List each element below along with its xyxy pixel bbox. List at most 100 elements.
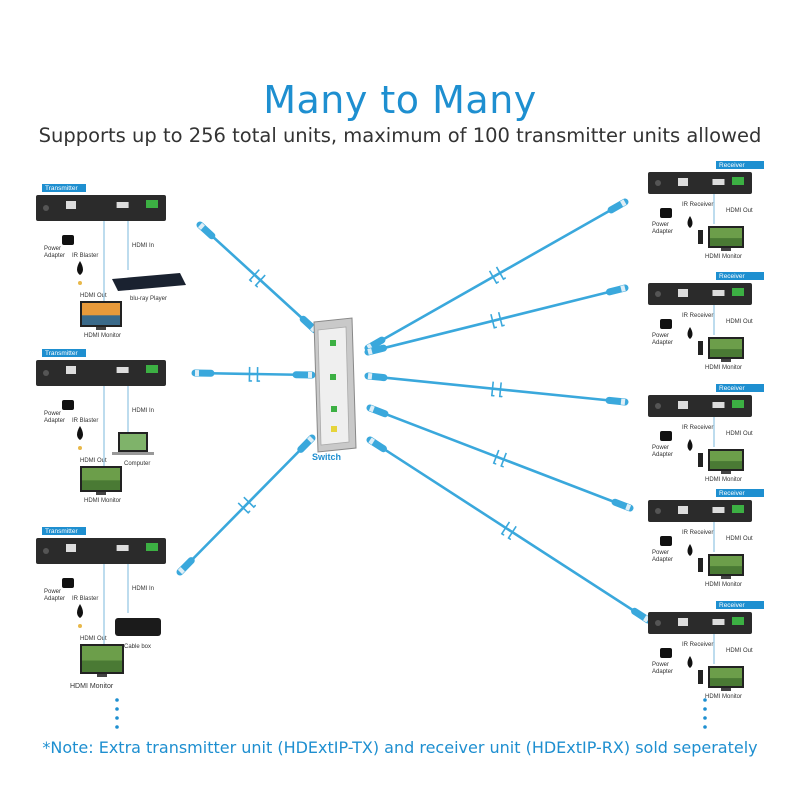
break-mark <box>498 382 503 398</box>
terminal-block <box>732 617 744 625</box>
hdmi-port <box>712 179 725 185</box>
monitor-screen-lower <box>82 315 120 325</box>
computer-screen <box>120 434 146 450</box>
ir-receiver-label: IR Receiver <box>682 313 713 319</box>
power-adapter-icon <box>660 431 672 441</box>
transmitter-tag: Transmitter <box>45 185 78 192</box>
adapter-label: Adapter <box>44 596 65 602</box>
cable-line <box>366 374 627 404</box>
transmitter-tag: Transmitter <box>45 528 78 535</box>
adapter-label: Adapter <box>652 340 673 346</box>
power-label: Power <box>652 333 669 339</box>
hdmi-monitor-icon <box>708 226 744 251</box>
continuation-dot <box>703 716 707 720</box>
hdmi-out-label: HDMI Out <box>726 319 753 325</box>
receiver-tag-bg <box>716 161 764 169</box>
transmitter-device <box>36 195 166 221</box>
hdmi-out-label: HDMI Out <box>80 458 107 464</box>
hdmi-out-label: HDMI Out <box>726 536 753 542</box>
power-label: Power <box>652 662 669 668</box>
break-mark <box>490 381 495 397</box>
cable-tx-1 <box>196 221 319 334</box>
ir-indicator <box>78 624 82 628</box>
monitor-screen-lower <box>710 349 742 357</box>
ir-blaster-icon <box>77 426 83 440</box>
terminal-block <box>732 177 744 185</box>
ir-receiver-label: IR Receiver <box>682 202 713 208</box>
switch-port-led <box>330 340 336 346</box>
power-label: Power <box>652 222 669 228</box>
cable-line <box>366 286 627 354</box>
plug-tip <box>307 435 315 443</box>
monitor-label: HDMI Monitor <box>705 365 742 371</box>
power-label: Power <box>652 445 669 451</box>
receiver-tag: Receiver <box>719 273 745 280</box>
receiver-device <box>648 612 752 634</box>
cable-layer <box>176 198 652 624</box>
cable-line <box>198 223 317 332</box>
power-adapter-icon <box>660 536 672 546</box>
plug-tip <box>368 437 375 445</box>
hdmi-monitor-icon <box>708 337 744 362</box>
monitor-stand <box>721 359 731 362</box>
ir-receiver-icon <box>687 544 693 556</box>
hdmi-port <box>116 202 129 208</box>
power-adapter-icon <box>660 319 672 329</box>
switch-face <box>317 326 350 446</box>
hdmi-in-label: HDMI In <box>132 586 154 592</box>
ethernet-port <box>678 178 688 186</box>
cable-line <box>366 200 627 350</box>
power-jack <box>655 291 661 297</box>
adapter-label: Adapter <box>44 253 65 259</box>
hdmi-monitor-icon <box>80 644 124 677</box>
cable-line <box>193 371 314 377</box>
ir-receiver-label: IR Receiver <box>682 530 713 536</box>
plug-tip <box>197 222 205 230</box>
computer-base <box>112 452 154 455</box>
break-mark <box>248 366 253 382</box>
receiver-tag: Receiver <box>719 385 745 392</box>
ethernet-port <box>678 401 688 409</box>
hdmi-port <box>712 619 725 625</box>
ir-receiver-icon <box>687 216 693 228</box>
ir-label: IR Blaster <box>72 253 98 259</box>
adapter-label: Adapter <box>652 669 673 675</box>
power-adapter-icon <box>62 400 74 410</box>
break-mark <box>488 270 500 285</box>
terminal-block <box>732 400 744 408</box>
monitor-stand <box>721 576 731 579</box>
plug-tip <box>177 567 185 575</box>
ir-receiver-label: IR Receiver <box>682 425 713 431</box>
plug-tip <box>625 503 632 511</box>
device-body <box>648 172 752 194</box>
device-body <box>648 395 752 417</box>
power-jack <box>655 180 661 186</box>
transmitter-tag-bg <box>42 349 86 357</box>
receiver-tag-bg <box>716 272 764 280</box>
transmitter-device <box>36 360 166 386</box>
hdmi-out-label: HDMI Out <box>80 636 107 642</box>
monitor-label: HDMI Monitor <box>70 683 114 690</box>
more-units-indicator <box>115 698 707 729</box>
monitor-label: HDMI Monitor <box>705 582 742 588</box>
monitor-label: HDMI Monitor <box>705 477 742 483</box>
break-mark <box>243 496 256 509</box>
page-title: Many to Many <box>263 78 537 122</box>
power-label: Power <box>44 411 61 417</box>
receiver-tag-bg <box>716 601 764 609</box>
monitor-screen-lower <box>710 461 742 469</box>
cable-rx-1 <box>364 198 629 352</box>
receiver-tag: Receiver <box>719 602 745 609</box>
terminal-block <box>146 365 158 373</box>
continuation-dot <box>115 707 119 711</box>
switch-port-led <box>331 426 337 432</box>
receiver-tag-bg <box>716 489 764 497</box>
break-mark <box>237 502 251 514</box>
break-mark <box>490 313 498 329</box>
